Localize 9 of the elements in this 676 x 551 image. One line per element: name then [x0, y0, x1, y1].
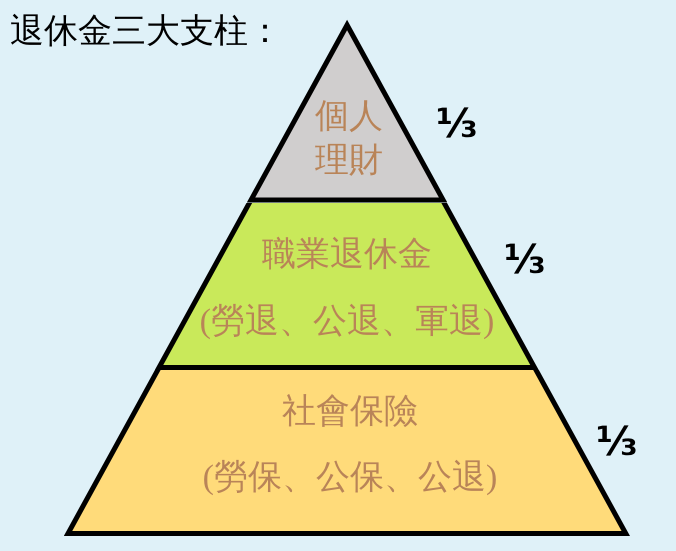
tier-sublabel: (勞退、公退、軍退) [198, 302, 496, 342]
fraction-label: ⅓ [436, 100, 478, 148]
title: 退休金三大支柱： [10, 12, 282, 52]
tier-sublabel: (勞保、公保、公退) [202, 458, 498, 498]
tier-label: 社會保險 [280, 392, 419, 432]
tier-label: 職業退休金 [260, 235, 433, 275]
tier-label: 個人理財 [314, 97, 384, 181]
fraction-label: ⅓ [596, 418, 638, 466]
fraction-label: ⅓ [504, 236, 546, 284]
